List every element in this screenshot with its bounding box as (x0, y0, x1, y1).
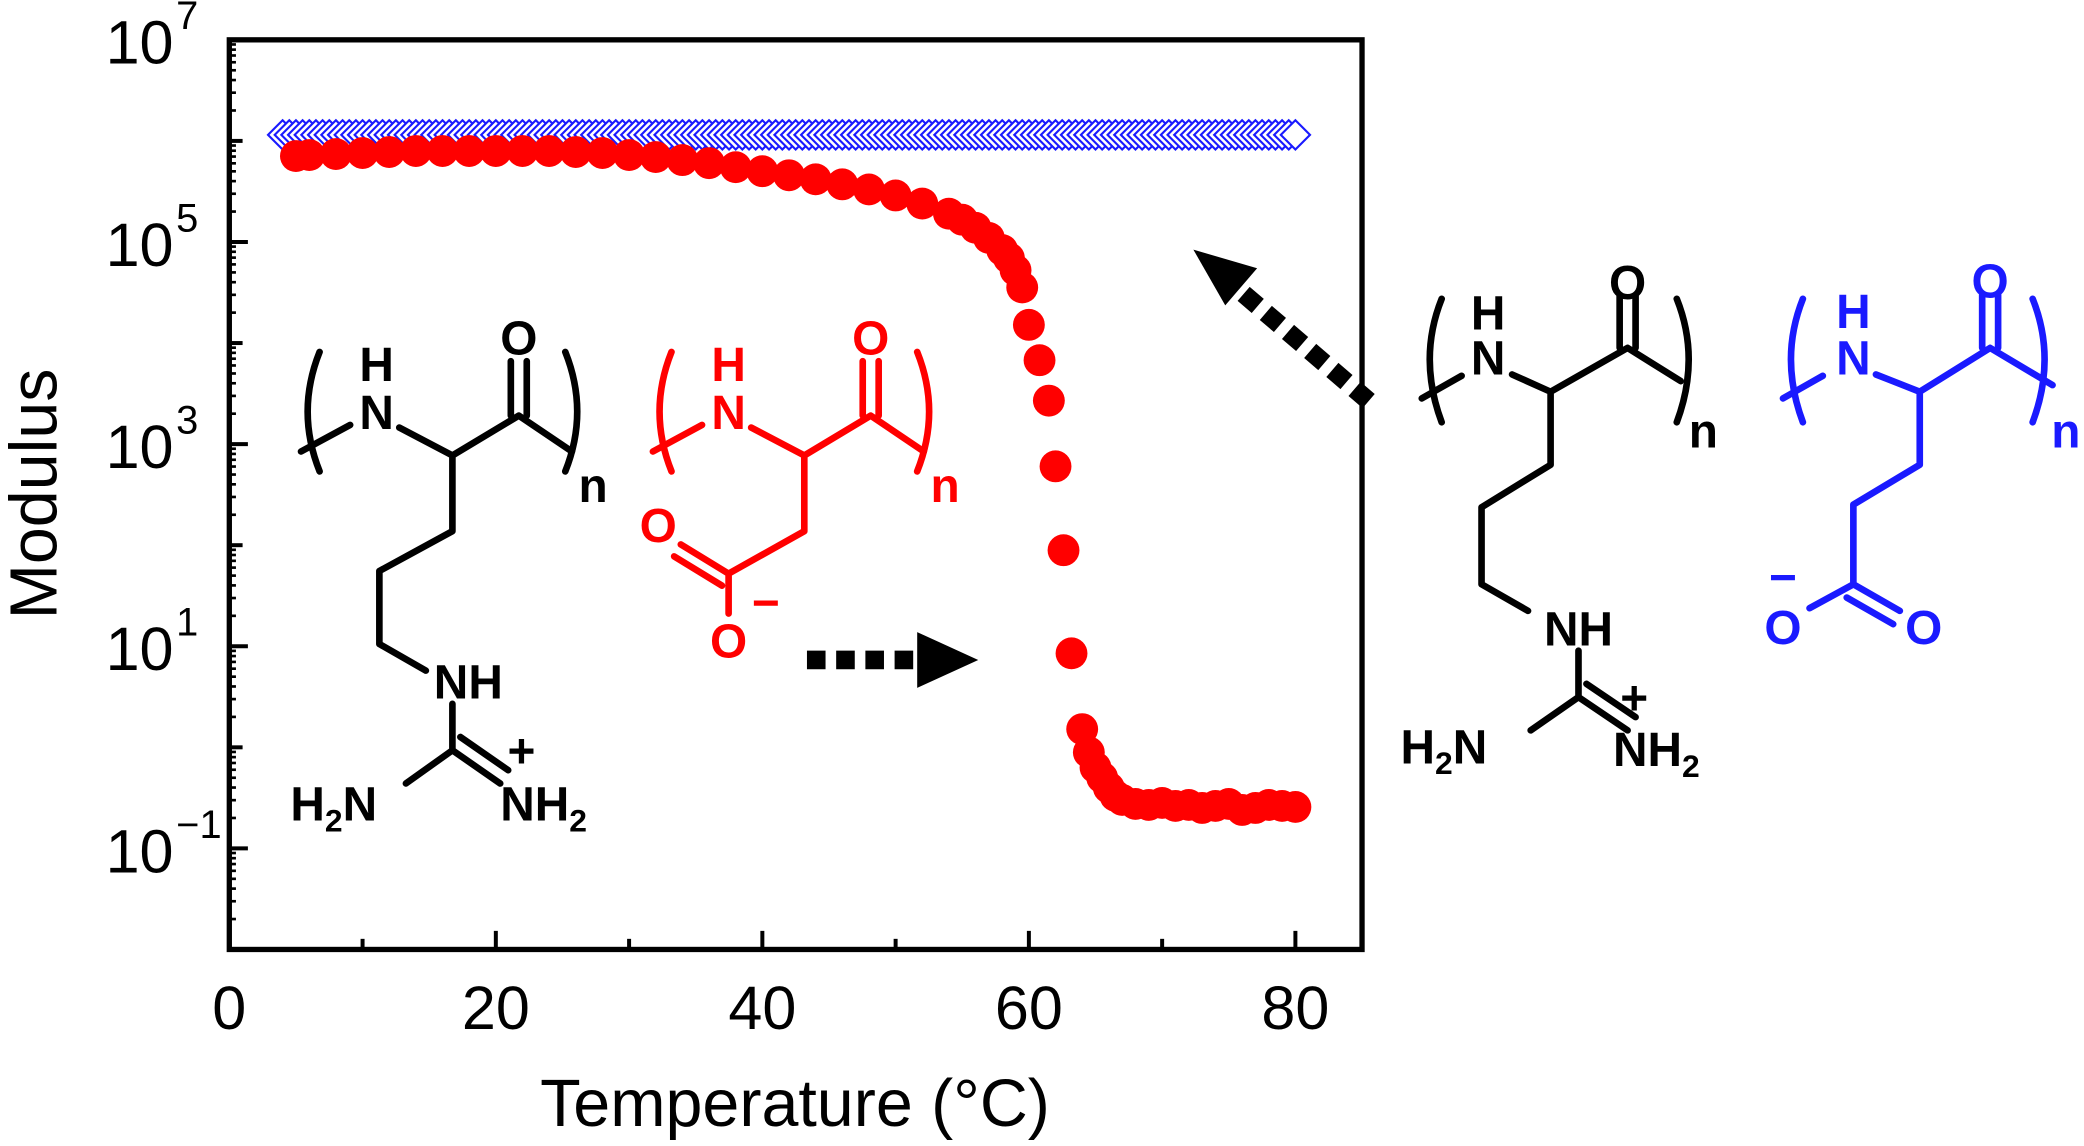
y-tick-label-exponent: 7 (176, 0, 198, 38)
svg-text:H: H (1836, 286, 1871, 339)
arginine-structure-right: H N O n NH H2N NH2 + (1401, 257, 1718, 784)
svg-text:H2N: H2N (290, 779, 377, 839)
svg-text:O: O (640, 500, 677, 553)
aspartate-structure: H N O n O O − (640, 313, 960, 669)
arginine-structure-left: H N O n NH H2N NH2 + (290, 313, 607, 839)
svg-text:n: n (2051, 406, 2080, 459)
arrow-right-dotted (806, 632, 979, 688)
y-axis-label: Modulus (0, 369, 72, 620)
glutamate-structure: H N O n O O − (1764, 255, 2080, 655)
svg-text:O: O (1609, 257, 1646, 310)
data-point-circle (1006, 271, 1039, 304)
x-axis-label: Temperature (°C) (540, 1067, 1050, 1141)
data-point-circle (719, 151, 752, 184)
data-point-circle (1023, 344, 1056, 377)
data-point-circle (773, 159, 805, 192)
svg-text:NH2: NH2 (500, 779, 587, 839)
svg-text:NH: NH (434, 656, 503, 709)
data-point-circle (826, 168, 859, 201)
x-tick-label: 20 (462, 974, 530, 1042)
svg-text:H: H (711, 339, 746, 392)
y-tick-label-exponent: −1 (176, 803, 221, 847)
svg-text:+: + (1620, 672, 1648, 725)
arrow-upleft-dotted (1193, 249, 1375, 409)
data-point-circle (373, 136, 406, 168)
svg-text:n: n (1689, 406, 1718, 459)
data-point-circle (346, 137, 379, 169)
y-tick-label: 10 (106, 817, 174, 885)
svg-text:−: − (752, 577, 780, 630)
data-point-circle (506, 135, 539, 167)
data-point-circle (746, 155, 779, 188)
y-tick-label: 10 (106, 615, 174, 683)
data-point-circle (293, 139, 326, 171)
y-tick-label-exponent: 5 (176, 196, 198, 240)
svg-text:+: + (507, 726, 535, 779)
svg-text:H: H (359, 339, 394, 392)
svg-text:N: N (1471, 332, 1506, 385)
svg-text:H2N: H2N (1401, 722, 1488, 782)
svg-text:O: O (500, 313, 537, 366)
data-point-circle (399, 135, 432, 167)
data-point-circle (1012, 308, 1045, 341)
svg-text:N: N (359, 387, 394, 440)
axis-ticks (227, 43, 1298, 952)
data-point-circle (426, 135, 459, 167)
series-aspartate-circles (280, 135, 1312, 826)
svg-text:O: O (1972, 255, 2009, 308)
svg-text:O: O (1905, 602, 1942, 655)
x-tick-label: 80 (1261, 974, 1329, 1042)
data-point-circle (479, 135, 512, 167)
data-point-circle (533, 135, 566, 167)
x-tick-labels: 0 20 40 60 80 (212, 974, 1329, 1042)
y-tick-label: 10 (106, 9, 174, 77)
data-point-circle (853, 173, 885, 206)
data-point-circle (586, 137, 619, 169)
x-tick-label: 60 (995, 974, 1063, 1042)
svg-text:n: n (930, 460, 959, 513)
data-point-circle (613, 139, 646, 171)
y-tick-label-exponent: 1 (176, 601, 198, 645)
data-point-circle (559, 136, 592, 168)
data-point-circle (1055, 637, 1088, 670)
data-point-circle (693, 147, 725, 180)
svg-text:NH: NH (1544, 603, 1613, 656)
svg-text:N: N (711, 387, 746, 440)
data-point-circle (1032, 384, 1065, 417)
svg-text:NH2: NH2 (1613, 724, 1700, 784)
data-point-circle (799, 163, 832, 196)
data-point-circle (1279, 791, 1312, 823)
data-point-circle (879, 179, 912, 212)
y-tick-label-exponent: 3 (176, 398, 198, 442)
svg-text:O: O (710, 615, 747, 668)
svg-text:N: N (1836, 332, 1871, 385)
data-point-circle (1039, 450, 1072, 483)
svg-text:O: O (852, 313, 889, 366)
data-point-circle (1047, 534, 1080, 567)
data-point-diamond (1279, 118, 1312, 151)
svg-text:O: O (1764, 602, 1801, 655)
svg-text:n: n (579, 460, 608, 513)
data-point-circle (906, 187, 939, 220)
data-point-circle (639, 141, 672, 174)
x-tick-label: 40 (728, 974, 796, 1042)
y-tick-label: 10 (106, 413, 174, 481)
data-point-circle (666, 144, 699, 177)
y-tick-label: 10 (106, 211, 174, 279)
data-point-circle (453, 135, 486, 167)
plot-frame (226, 37, 1365, 953)
svg-text:−: − (1769, 552, 1797, 605)
x-tick-label: 0 (212, 974, 246, 1042)
svg-text:H: H (1471, 287, 1506, 340)
data-point-circle (319, 138, 352, 170)
